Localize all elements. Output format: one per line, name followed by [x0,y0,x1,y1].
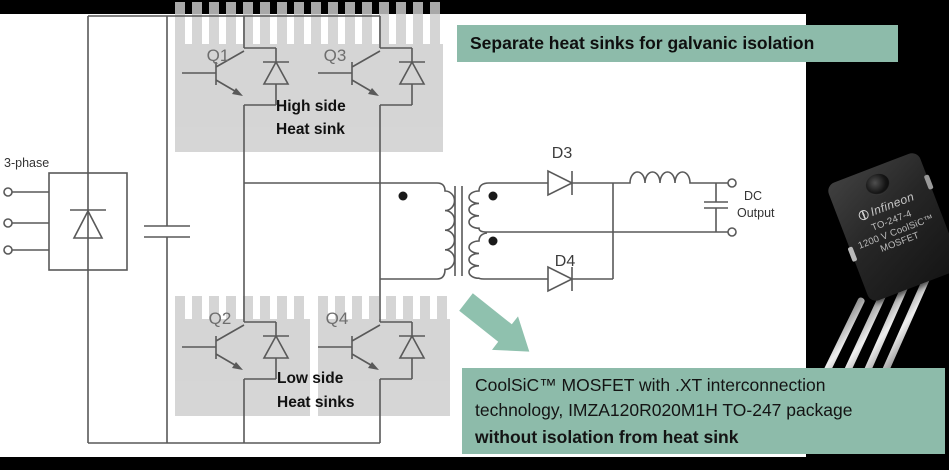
input-label: 3-phase [4,156,49,170]
label-low-heatsinks: Heat sinks [277,394,355,411]
heatsink-low-side-right [318,296,450,416]
heatsink-high-side [175,2,443,152]
heatsink-fins [318,296,450,319]
label-dc-output-1: DC [744,189,762,203]
heatsink-body [175,319,310,416]
infineon-logo-icon [856,208,870,222]
schematic-canvas: 3-phase Q1 Q3 Q2 Q4 D3 D4 High side Heat… [0,2,806,457]
rectifier-block [48,172,128,271]
label-q3: Q3 [324,46,347,65]
heatsink-body [318,319,450,416]
switch-q4 [318,321,426,443]
heading-banner-text: Separate heat sinks for galvanic isolati… [470,33,815,53]
label-dc-output-2: Output [737,206,775,220]
label-q1: Q1 [207,46,230,65]
diode-d4 [547,183,614,293]
output-capacitor [704,183,728,232]
callout-line-1: CoolSiC™ MOSFET with .XT interconnection [475,375,826,395]
callout-line-2: technology, IMZA120R020M1H TO-247 packag… [475,400,853,420]
label-q2: Q2 [209,309,232,328]
switch-q2 [182,321,290,443]
heatsink-fins [175,2,443,44]
switch-q3 [318,16,426,322]
label-d3: D3 [552,145,573,162]
diode-d3 [547,169,613,197]
mosfet-callout-box: CoolSiC™ MOSFET with .XT interconnection… [462,368,945,454]
label-high-side: High side [276,98,346,115]
three-phase-input [3,187,49,255]
mounting-hole [862,170,893,199]
dc-link-capacitor [144,16,190,443]
output-inductor [613,171,729,184]
label-d4: D4 [555,253,576,270]
package-body: Infineon TO-247-4 1200 V CoolSiC™ MOSFET [825,150,949,304]
heading-banner: Separate heat sinks for galvanic isolati… [457,25,898,62]
label-q4: Q4 [326,309,349,328]
transformer [244,182,729,280]
callout-line-3: without isolation from heat sink [475,427,739,447]
label-high-heatsink: Heat sink [276,121,345,138]
label-low-side: Low side [277,370,344,387]
heatsink-low-side-left [175,296,310,416]
heatsink-body [175,44,443,152]
switch-q1 [182,16,290,322]
circuit-diagram: 3-phase Q1 Q3 Q2 Q4 D3 D4 High side Heat… [3,15,775,444]
dc-output-terminals [727,178,737,237]
package-marking: Infineon TO-247-4 1200 V CoolSiC™ MOSFET [838,182,948,265]
heatsink-fins [175,296,310,319]
green-arrow-icon [459,293,530,352]
dc-bus [87,15,380,444]
